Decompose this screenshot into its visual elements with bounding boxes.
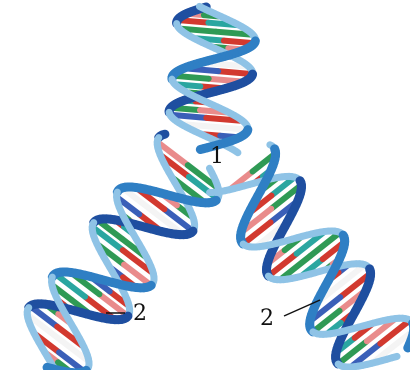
label-left-daughter-strand: 2 xyxy=(133,301,147,326)
top-arm-backbone-1 xyxy=(236,151,238,152)
left-arm-backbone-2 xyxy=(47,367,52,368)
right-arm-backbone-1 xyxy=(392,356,397,357)
label-right-daughter-strand: 2 xyxy=(260,306,274,331)
base-pair-half xyxy=(218,71,252,74)
top-arm-backbone-2 xyxy=(200,149,203,150)
base-pair-half xyxy=(214,127,247,130)
sugar-phosphate-backbones xyxy=(27,6,410,370)
label-replication-fork: 1 xyxy=(210,144,224,169)
right-arm-backbone-2 xyxy=(408,344,410,348)
